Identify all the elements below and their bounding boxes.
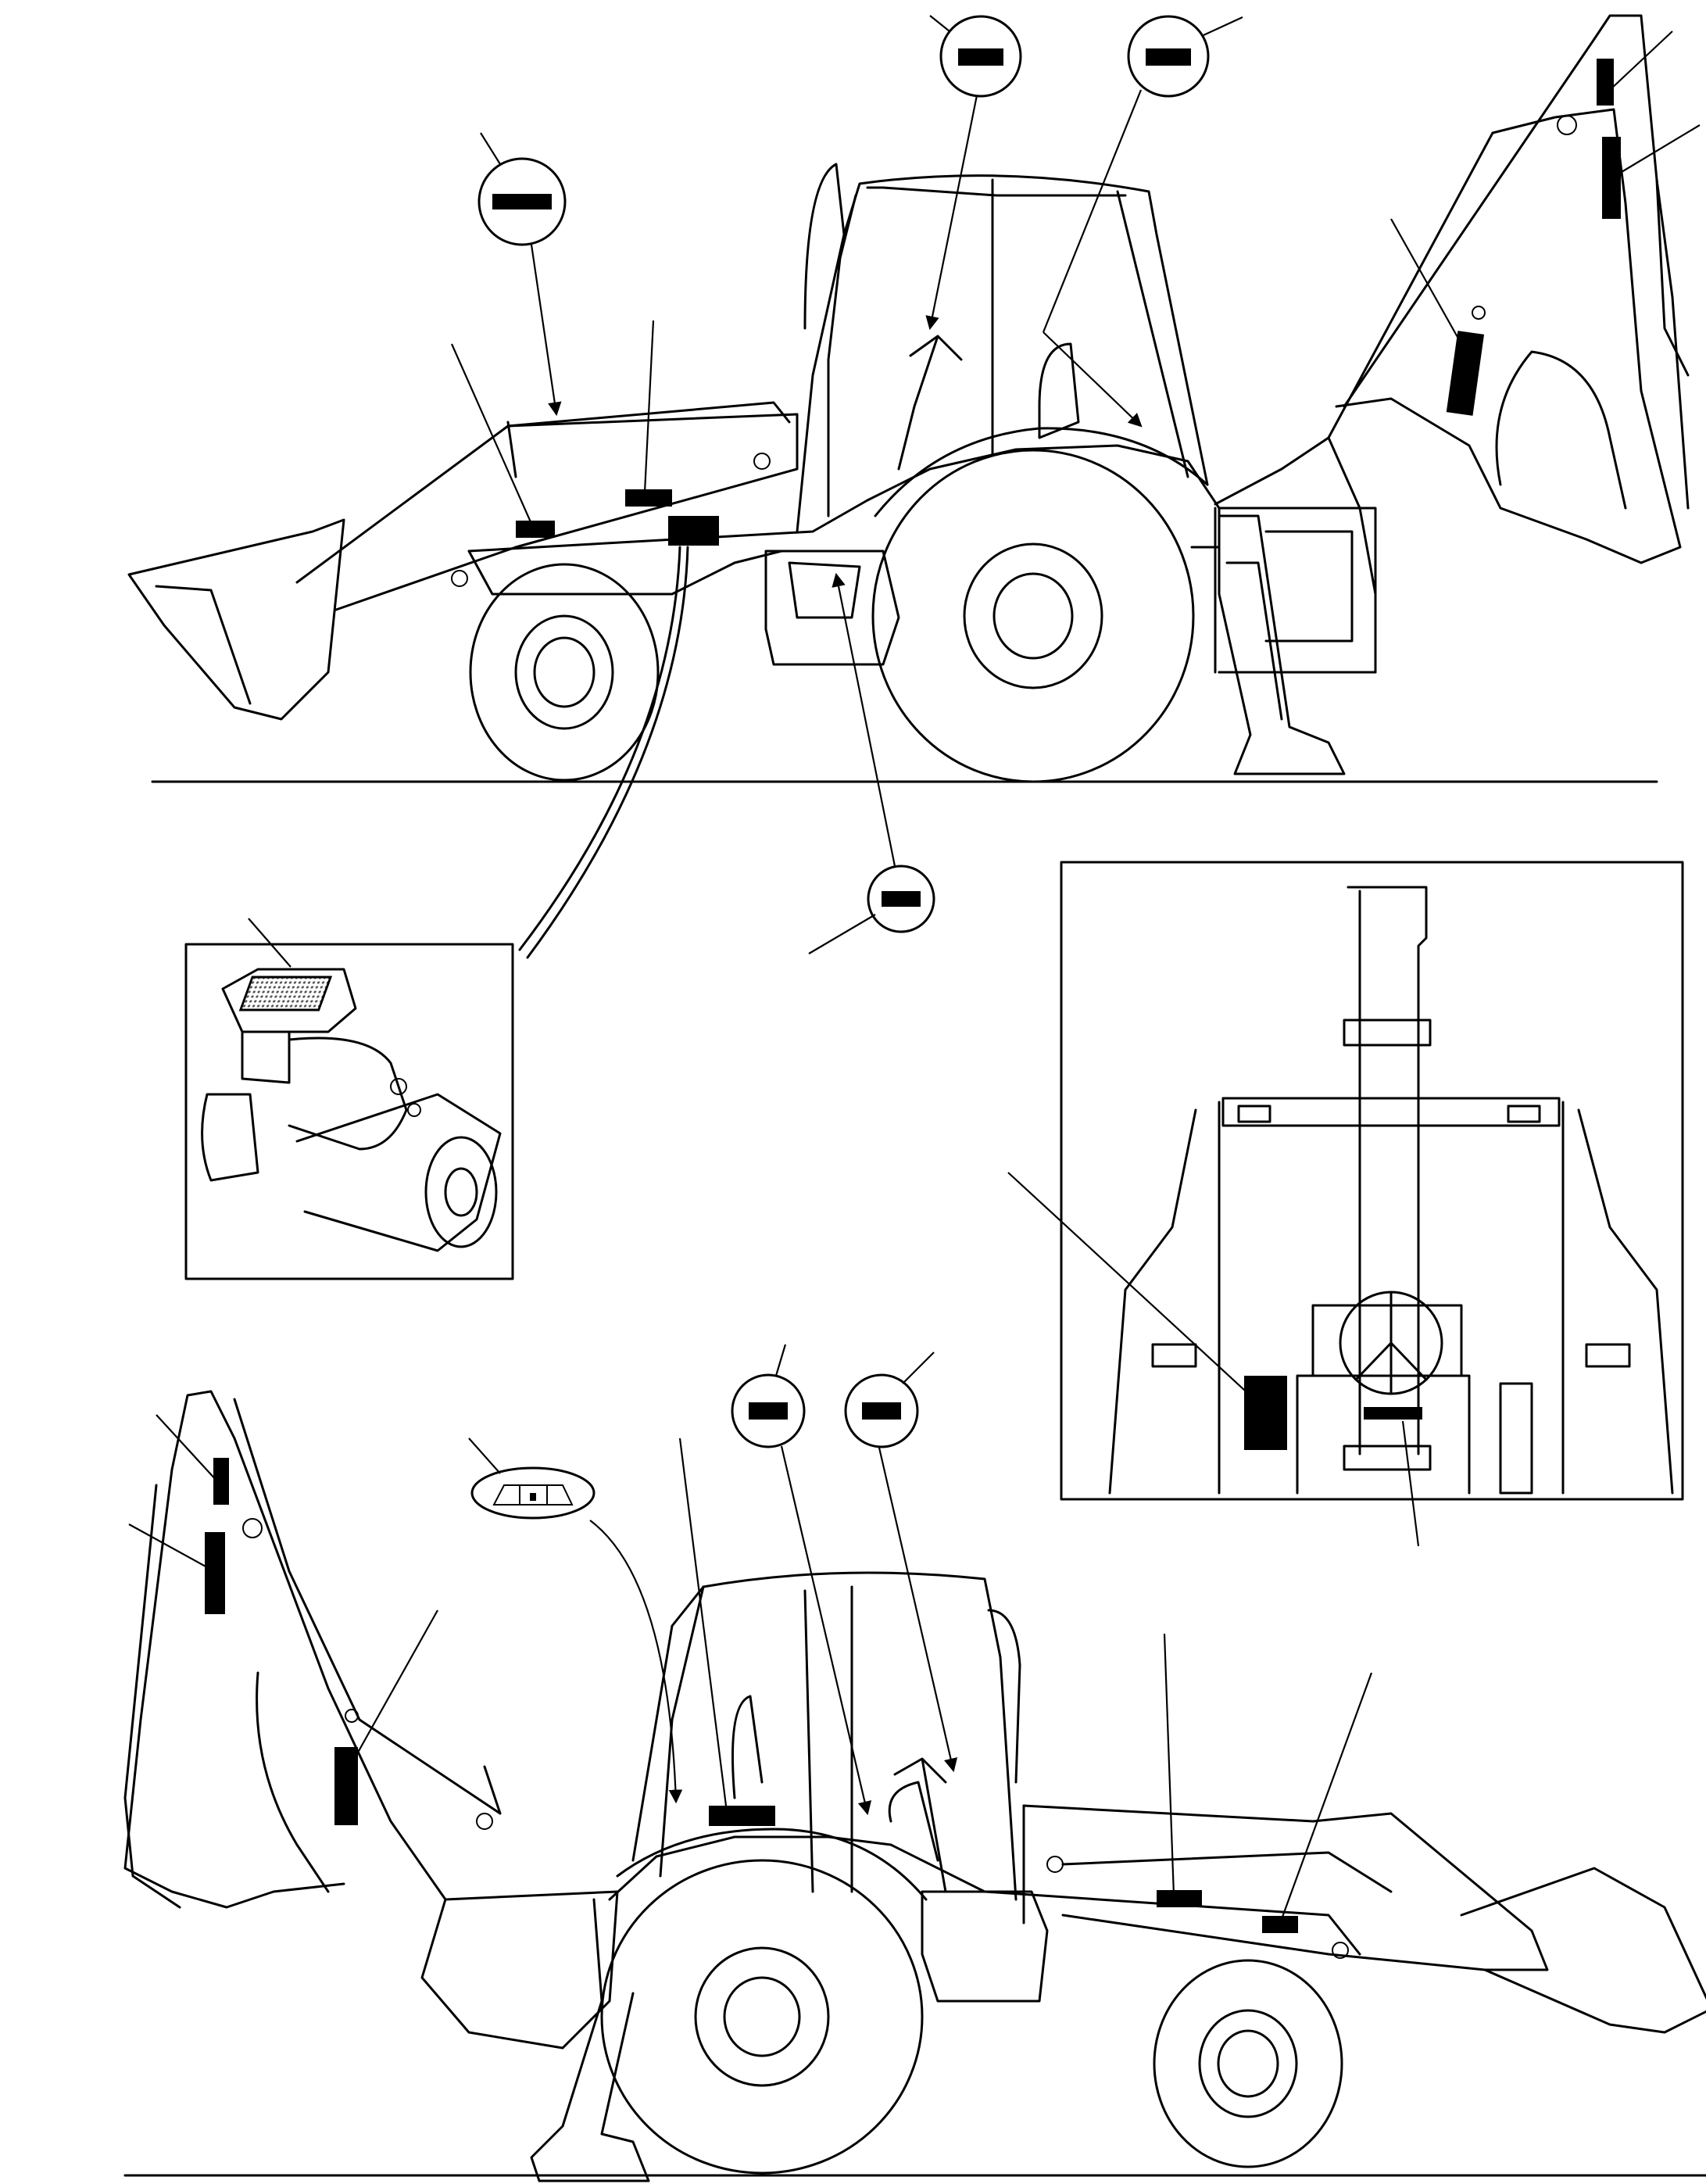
decal-arm-2 <box>1602 137 1621 219</box>
front-wheel-top <box>469 563 660 782</box>
loader-bottom <box>1022 1804 1706 2034</box>
callout-light-icon <box>468 1438 683 1804</box>
backhoe-top <box>1214 14 1690 775</box>
starter-motor <box>201 968 502 1252</box>
decal-arm-1 <box>1597 59 1614 106</box>
decal-dipper-1 <box>213 1458 229 1505</box>
front-cab-view <box>1108 886 1674 1495</box>
callouts-top <box>477 15 1243 954</box>
left-side-view <box>127 14 1701 959</box>
front-cab-inset <box>1007 861 1684 1547</box>
callout-steering-decal <box>925 15 1022 331</box>
decal-loader-side-2 <box>1262 1916 1298 1933</box>
decal-boom-side <box>1446 331 1485 416</box>
callout-seat-decal <box>1042 15 1243 428</box>
decal-cab-front <box>1364 1407 1422 1420</box>
callouts-bottom <box>468 1344 958 1816</box>
callout-rear-decal-1 <box>731 1344 872 1816</box>
decal-loader-1 <box>516 521 555 538</box>
cab-top <box>796 163 1209 533</box>
chassis-bottom <box>608 1835 1361 2003</box>
decal-dipper-2 <box>205 1532 225 1614</box>
decal-loader-side-1 <box>1157 1890 1202 1907</box>
rear-fender-bottom <box>616 1828 928 1901</box>
rear-wheel-top <box>871 449 1195 783</box>
loader-top <box>127 401 799 721</box>
decal-loader-2 <box>625 489 672 507</box>
callout-loader-arm-decal <box>477 132 567 417</box>
decal-cab-side <box>709 1806 775 1826</box>
backhoe-bottom <box>123 1390 650 2182</box>
starter-motor-inset <box>184 918 514 1280</box>
cab-bottom <box>631 1571 1021 1901</box>
starter-warning-decal <box>238 976 333 1011</box>
decal-cab-pillar <box>1244 1376 1287 1450</box>
step-box-top <box>764 550 900 666</box>
decals-bottom <box>128 1414 1373 1933</box>
rear-wheel-bottom <box>600 1859 924 2175</box>
starter-leader <box>518 546 689 959</box>
callout-step-decal <box>808 572 935 954</box>
decals-top <box>450 30 1701 959</box>
callout-rear-decal-2 <box>844 1352 958 1773</box>
decal-battery <box>668 516 719 546</box>
rear-hood-top <box>1218 507 1377 674</box>
right-side-view <box>123 1344 1706 2182</box>
front-wheel-bottom <box>1153 1959 1343 2168</box>
